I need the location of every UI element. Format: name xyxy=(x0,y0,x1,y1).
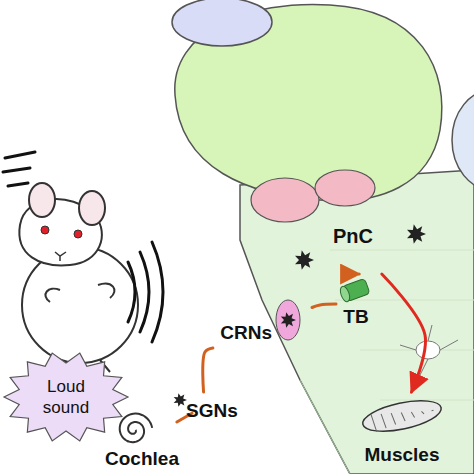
neuron-symbol xyxy=(174,393,187,407)
axon-connector xyxy=(382,274,426,392)
muscle-stripe xyxy=(381,413,386,428)
node-label: Cochlea xyxy=(92,448,192,469)
diagram-node: Cochlea xyxy=(92,412,192,472)
node-label: CRNs xyxy=(212,322,272,343)
sound-waves xyxy=(3,152,163,342)
muscle-stripe xyxy=(432,410,434,411)
diagram-node: Loud sound xyxy=(4,352,128,442)
diagram-node: Muscles xyxy=(330,392,474,472)
muscle-stripe xyxy=(411,412,414,418)
diagram-node: PnC xyxy=(292,218,432,274)
brainstem-grid xyxy=(330,250,474,400)
neuron-symbol xyxy=(281,312,296,328)
brainstem xyxy=(240,170,474,474)
node-label: SGNs xyxy=(186,400,236,421)
muscle-stripe xyxy=(421,411,424,414)
node-shape xyxy=(4,352,128,442)
midbrain xyxy=(251,178,319,222)
nucleus-ellipse xyxy=(276,300,300,340)
axon-connector xyxy=(312,304,336,307)
node-label: Loud sound xyxy=(32,376,100,418)
motor-neuron xyxy=(400,325,458,375)
diagram-node: TB xyxy=(336,274,376,332)
neuron-symbol xyxy=(295,250,314,269)
neuron-symbol xyxy=(407,224,426,243)
olfactory-bulb xyxy=(172,0,272,46)
midbrain xyxy=(315,170,375,206)
tract-cylinder-end xyxy=(339,285,352,303)
cochlea-spiral xyxy=(120,414,152,443)
rat xyxy=(19,183,138,372)
node-label: Muscles xyxy=(330,444,474,465)
node-label: PnC xyxy=(318,226,388,247)
muscle-fiber xyxy=(360,395,444,437)
muscle-stripe xyxy=(391,413,395,425)
diagram-node: CRNs xyxy=(212,298,312,348)
spinal-line xyxy=(300,380,350,474)
starburst-shape xyxy=(4,353,128,441)
diagram-node: SGNs xyxy=(172,392,234,422)
muscle-stripe xyxy=(401,412,405,421)
axon-connector xyxy=(203,348,213,392)
muscle-stripe xyxy=(371,414,377,432)
node-label: TB xyxy=(336,306,376,327)
cerebellum xyxy=(452,90,474,190)
